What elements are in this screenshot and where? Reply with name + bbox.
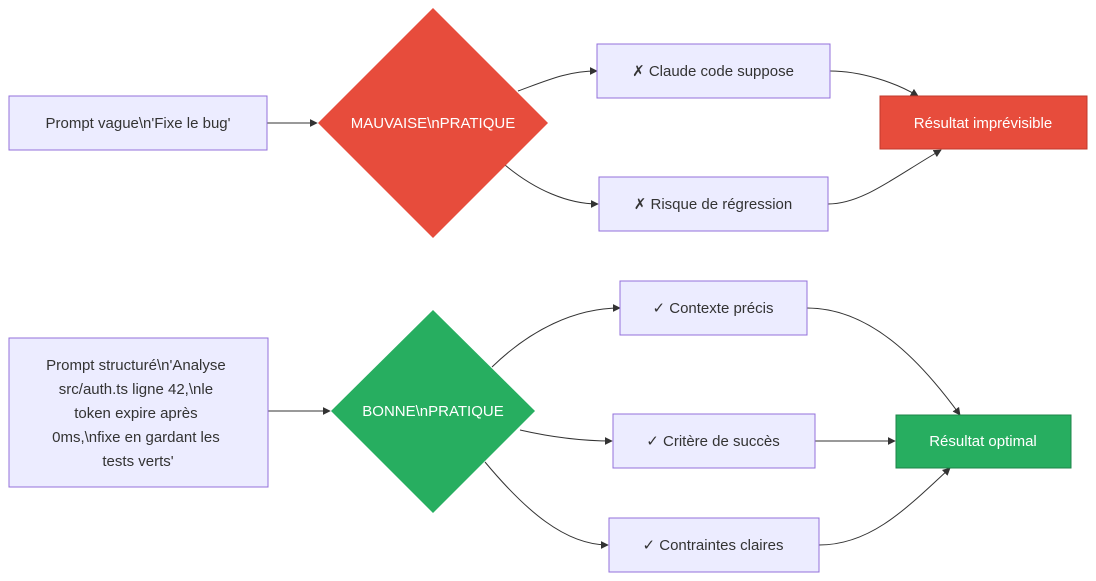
edge-good-decision-to-outcome-2 <box>519 429 613 445</box>
edge-bad-outcome-1-to-result <box>829 70 919 97</box>
bad-decision-label: MAUVAISE\nPRATIQUE <box>351 115 515 132</box>
bad-result-node[interactable]: Résultat imprévisible <box>879 95 1088 150</box>
edge-good-decision-to-outcome-1 <box>491 304 621 368</box>
good-outcome-2-label: ✓ Critère de succès <box>646 433 779 450</box>
bad-decision-node[interactable]: MAUVAISE\nPRATIQUE <box>318 8 548 238</box>
good-outcome-1-node[interactable]: ✓ Contexte précis <box>619 280 808 336</box>
good-result-label: Résultat optimal <box>929 433 1037 450</box>
edge-good-outcome-3-to-result <box>818 467 951 546</box>
good-prompt-line-5: tests verts' <box>102 453 173 470</box>
good-prompt-line-4: 0ms,\nfixe en gardant les <box>52 429 220 446</box>
edge-bad-decision-to-outcome-1 <box>517 67 598 92</box>
edge-bad-decision-to-outcome-2 <box>504 164 599 208</box>
bad-outcome-1-label: ✗ Claude code suppose <box>632 63 794 80</box>
good-prompt-label: Prompt structuré\n'Analyse src/auth.ts l… <box>46 357 230 470</box>
bad-outcome-2-node[interactable]: ✗ Risque de régression <box>598 176 829 232</box>
good-prompt-line-1: Prompt structuré\n'Analyse <box>46 357 226 374</box>
good-decision-diamond <box>331 310 535 513</box>
good-outcome-1-label: ✓ Contexte précis <box>653 300 774 317</box>
good-decision-node[interactable]: BONNE\nPRATIQUE <box>331 310 535 513</box>
good-practice-flow: Prompt structuré\n'Analyse src/auth.ts l… <box>8 280 1072 573</box>
edge-bad-outcome-2-to-result <box>827 149 942 205</box>
bad-prompt-node[interactable]: Prompt vague\n'Fixe le bug' <box>8 95 268 151</box>
bad-outcome-1-node[interactable]: ✗ Claude code suppose <box>596 43 831 99</box>
bad-result-box <box>879 95 1088 150</box>
edge-good-decision-to-outcome-3 <box>484 461 609 549</box>
good-outcome-2-node[interactable]: ✓ Critère de succès <box>612 413 816 469</box>
good-outcome-3-label: ✓ Contraintes claires <box>643 537 784 554</box>
bad-practice-flow: Prompt vague\n'Fixe le bug' MAUVAISE\nPR… <box>8 8 1088 238</box>
good-result-box <box>895 414 1072 469</box>
bad-result-label: Résultat imprévisible <box>914 115 1052 132</box>
good-prompt-line-2: src/auth.ts ligne 42,\nle <box>59 381 213 398</box>
good-result-node[interactable]: Résultat optimal <box>895 414 1072 469</box>
good-prompt-node[interactable]: Prompt structuré\n'Analyse src/auth.ts l… <box>8 337 269 488</box>
edges <box>267 67 961 549</box>
bad-outcome-2-label: ✗ Risque de régression <box>634 196 792 213</box>
bad-decision-diamond <box>318 8 548 238</box>
good-prompt-line-3: token expire après <box>74 405 197 422</box>
good-decision-label: BONNE\nPRATIQUE <box>362 403 503 420</box>
good-outcome-3-node[interactable]: ✓ Contraintes claires <box>608 517 820 573</box>
edge-good-outcome-1-to-result <box>806 307 961 416</box>
bad-prompt-label: Prompt vague\n'Fixe le bug' <box>46 115 231 132</box>
